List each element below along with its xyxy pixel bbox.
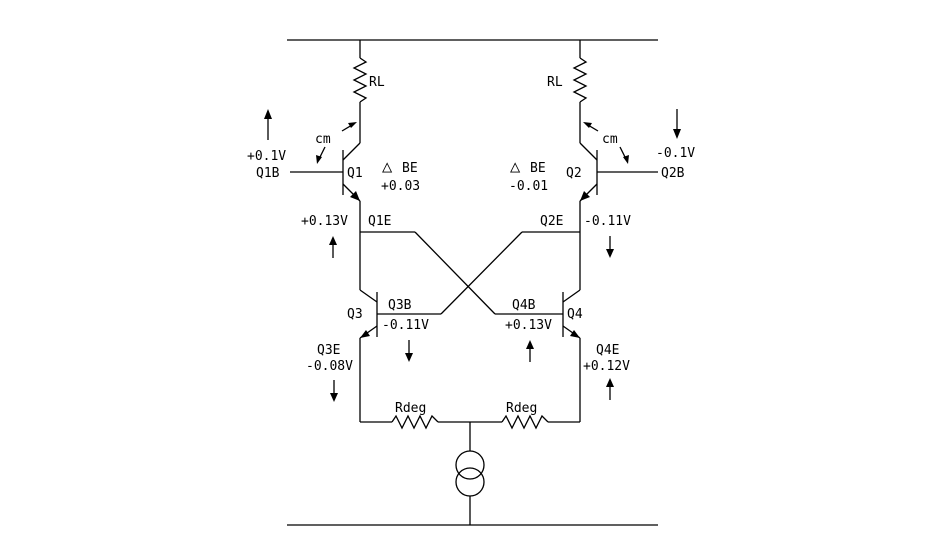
degeneration-resistor-right: [470, 414, 580, 430]
delta-be-right-label: BE: [530, 161, 546, 176]
delta-be-right-value: -0.01: [509, 179, 548, 194]
cm-arrows-left: [316, 122, 357, 164]
q1e-label: Q1E: [368, 214, 391, 229]
q4b-voltage: +0.13V: [505, 318, 552, 333]
up-arrow-q4e: [606, 378, 614, 400]
q3-label: Q3: [347, 307, 363, 322]
transistor-q1: [290, 142, 361, 232]
cm-arrows-right: [583, 122, 629, 164]
cm-left-label: cm: [315, 132, 331, 147]
delta-be-left-value: +0.03: [381, 179, 420, 194]
delta-icon: △: [510, 157, 521, 177]
q2b-voltage: -0.1V: [656, 146, 695, 161]
q2b-label: Q2B: [661, 166, 685, 181]
load-resistor-left: [352, 40, 368, 143]
up-arrow-q4b: [526, 340, 534, 362]
q3e-label: Q3E: [317, 343, 340, 358]
up-arrow-q1b: [264, 109, 272, 140]
down-arrow-q3e: [330, 380, 338, 402]
down-arrow-q2b: [673, 109, 681, 139]
up-arrow-q1e: [329, 236, 337, 258]
q2e-voltage: -0.11V: [584, 214, 631, 229]
degeneration-resistor-left: [360, 414, 470, 430]
delta-icon: △: [382, 157, 393, 177]
transistor-q4: [495, 289, 581, 422]
rl-left-label: RL: [369, 75, 385, 90]
q4e-voltage: +0.12V: [583, 359, 630, 374]
q1e-voltage: +0.13V: [301, 214, 348, 229]
rdeg-left-label: Rdeg: [395, 401, 426, 416]
cross-wire-q2e-to-q3b: [440, 231, 523, 315]
q2-label: Q2: [566, 166, 582, 181]
rl-right-label: RL: [547, 75, 563, 90]
load-resistor-right: [572, 40, 588, 143]
down-arrow-q3b: [405, 340, 413, 362]
q4b-label: Q4B: [512, 298, 536, 313]
rdeg-right-label: Rdeg: [506, 401, 537, 416]
q4e-label: Q4E: [596, 343, 619, 358]
q3e-voltage: -0.08V: [306, 359, 353, 374]
tail-current-source: [455, 422, 485, 525]
transistor-q3: [359, 289, 441, 422]
q3b-label: Q3B: [388, 298, 412, 313]
down-arrow-q2e: [606, 236, 614, 258]
q4-label: Q4: [567, 307, 583, 322]
transistor-q2: [579, 142, 658, 232]
q3b-voltage: -0.11V: [382, 318, 429, 333]
q1b-voltage: +0.1V: [247, 149, 286, 164]
q1b-label: Q1B: [256, 166, 280, 181]
q2e-label: Q2E: [540, 214, 563, 229]
cm-right-label: cm: [602, 132, 618, 147]
cross-wire-q1e-to-q4b: [414, 231, 496, 315]
delta-be-left-label: BE: [402, 161, 418, 176]
q1-label: Q1: [347, 166, 363, 181]
